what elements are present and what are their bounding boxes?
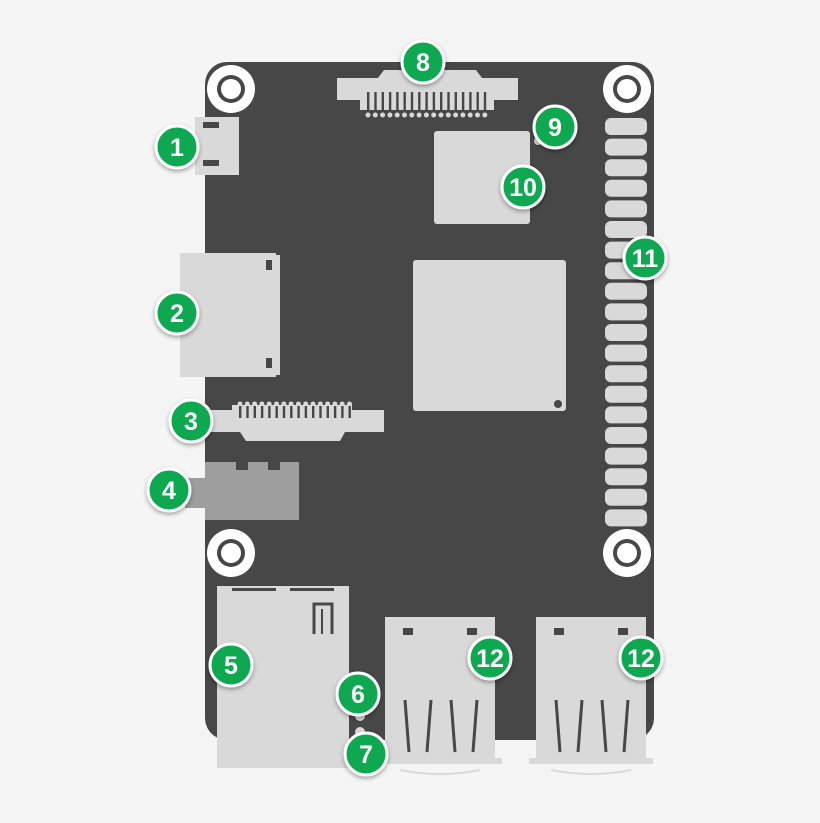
callout-usb-left: 12 xyxy=(467,635,513,681)
callout-audio-jack: 4 xyxy=(146,467,192,513)
callout-label: 12 xyxy=(476,645,504,673)
callout-label: 11 xyxy=(632,245,659,273)
mounting-hole-top-right xyxy=(603,65,651,113)
callout-micro-usb: 1 xyxy=(154,124,200,170)
usb-port-left xyxy=(378,617,502,775)
callout-label: 6 xyxy=(351,681,365,709)
camera-connector xyxy=(211,401,384,441)
callout-label: 4 xyxy=(162,477,176,505)
callout-usb-right: 12 xyxy=(618,635,664,681)
display-connector xyxy=(337,70,518,118)
mounting-hole-top-left xyxy=(207,65,255,113)
mounting-hole-bottom-left xyxy=(207,529,255,577)
callout-ethernet: 5 xyxy=(208,642,254,688)
callout-led-a: 6 xyxy=(335,671,381,717)
callout-label: 8 xyxy=(416,49,430,77)
mounting-hole-bottom-right xyxy=(603,529,651,577)
callout-label: 3 xyxy=(184,408,198,436)
soc-chip xyxy=(413,260,566,411)
callout-label: 1 xyxy=(170,134,184,162)
callout-label: 9 xyxy=(548,114,562,142)
callout-hdmi: 2 xyxy=(154,290,200,336)
callout-label: 2 xyxy=(170,300,184,328)
callout-label: 12 xyxy=(627,645,655,673)
callout-label: 10 xyxy=(509,174,537,202)
callout-gpio-header: 11 xyxy=(622,235,668,281)
callout-label: 5 xyxy=(224,652,238,680)
callout-led-b: 7 xyxy=(343,731,389,777)
callout-camera-connector: 3 xyxy=(168,398,214,444)
callout-label: 7 xyxy=(359,741,373,769)
hdmi-port xyxy=(180,253,280,377)
callout-led-c: 9 xyxy=(532,104,578,150)
callout-memory-chip: 10 xyxy=(500,164,546,210)
callout-display-connector: 8 xyxy=(400,39,446,85)
micro-usb-port xyxy=(195,117,239,175)
audio-jack xyxy=(185,460,299,520)
